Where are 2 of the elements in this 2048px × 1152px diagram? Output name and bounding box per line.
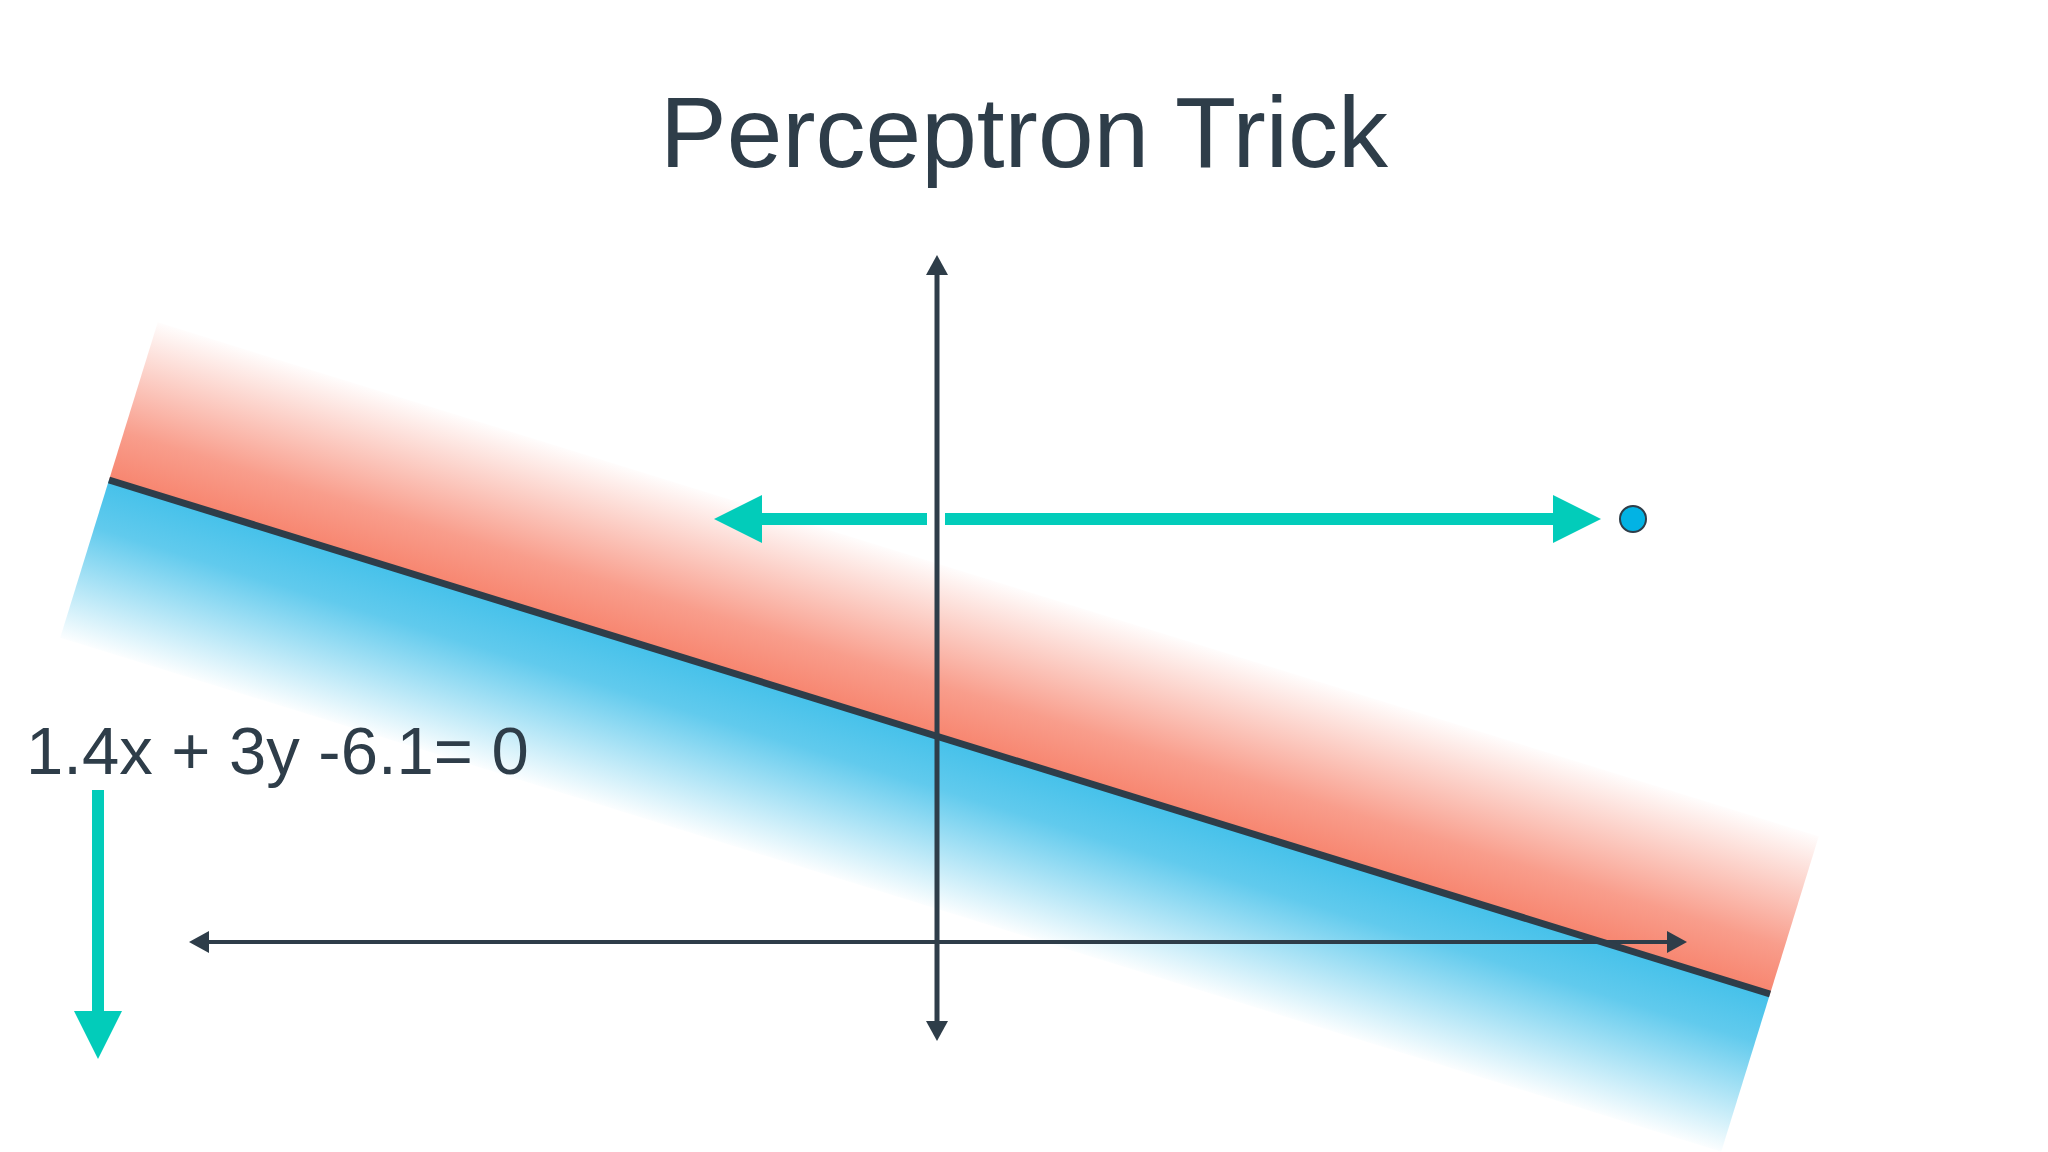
- title: Perceptron Trick: [660, 75, 1388, 190]
- equation-label: 1.4x + 3y -6.1= 0: [26, 712, 529, 790]
